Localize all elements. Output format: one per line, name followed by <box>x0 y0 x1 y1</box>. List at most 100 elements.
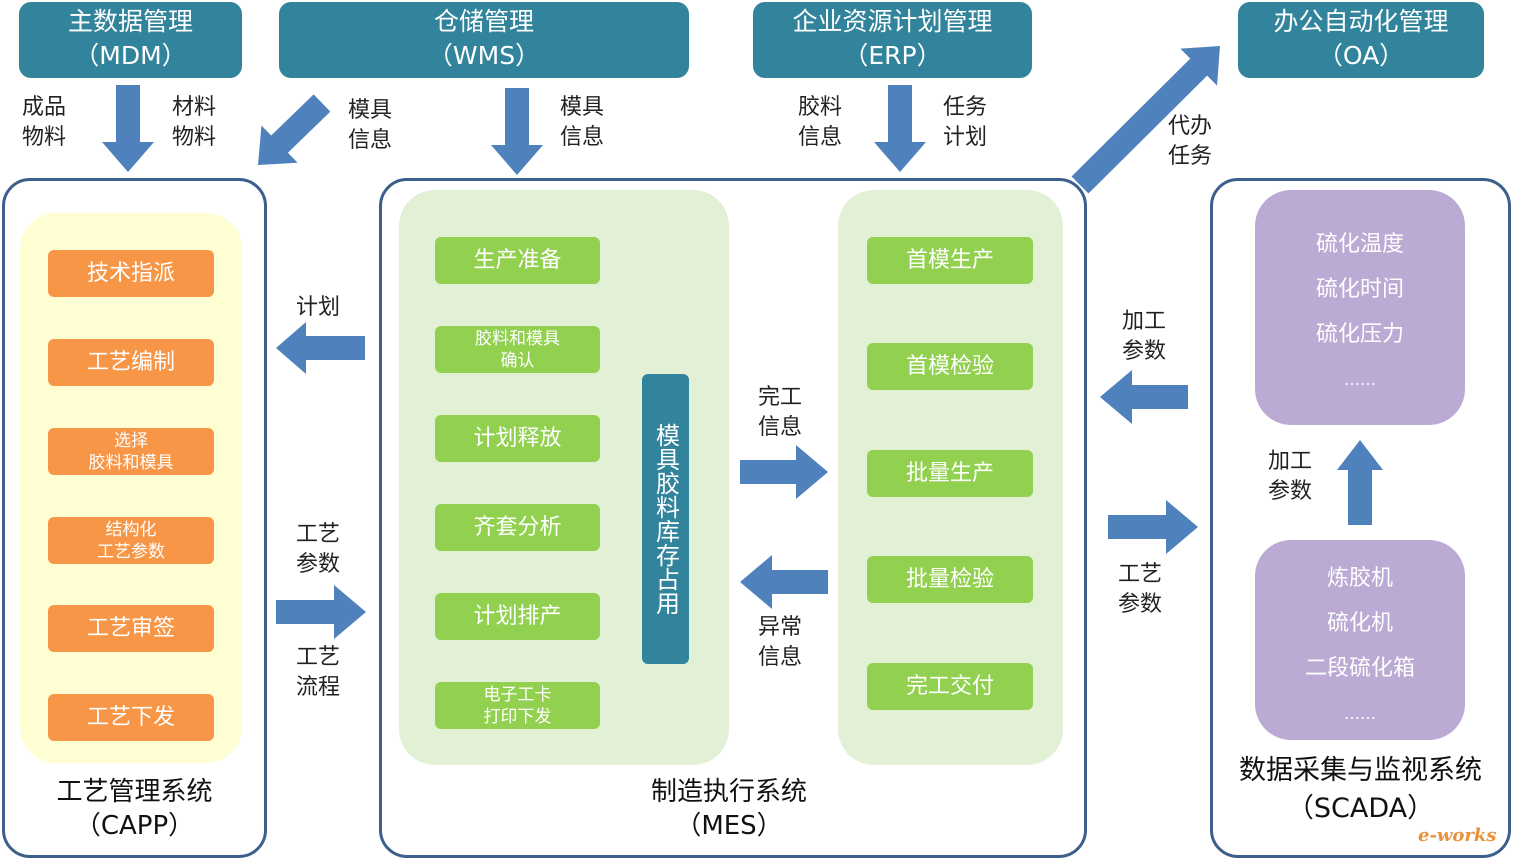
flow-label-rubber: 胶料信息 <box>798 93 842 153</box>
flow-label-line: 信息 <box>798 125 843 150</box>
oa-code: （OA） <box>1317 41 1405 70</box>
mdm-name: 主数据管理 <box>67 7 193 36</box>
flow-label-line: 材料 <box>172 95 217 120</box>
oa-name: 办公自动化管理 <box>1273 7 1449 36</box>
mes-step-right: 批量生产 <box>867 450 1033 497</box>
scada-system <box>1210 178 1511 858</box>
param: 硫化压力 <box>1315 322 1404 347</box>
flow-label-line: 信息 <box>348 128 393 153</box>
device: …… <box>1344 704 1376 723</box>
capp-step: 工艺审签 <box>48 605 214 652</box>
erp-down-arrow <box>874 85 926 172</box>
flow-label-abnormal: 异常信息 <box>758 613 802 673</box>
erp-name: 企业资源计划管理 <box>792 7 993 36</box>
mes-step: 计划释放 <box>435 415 600 462</box>
mdm-header: 主数据管理 （MDM） <box>19 2 242 78</box>
flow-label-plan: 计划 <box>296 293 340 323</box>
flow-label-machining1: 加工参数 <box>1122 307 1166 367</box>
device: 炼胶机 <box>1326 566 1393 591</box>
mes-step-right: 首模生产 <box>867 237 1033 284</box>
flow-label-machining2: 加工参数 <box>1268 447 1312 507</box>
flow-label-line: 工艺 <box>296 645 341 670</box>
wms-down-arrow <box>491 88 543 175</box>
mes-step: 胶料和模具 确认 <box>435 326 600 373</box>
flow-label-line: 参数 <box>296 552 341 577</box>
erp-code: （ERP） <box>843 41 942 70</box>
flow-label-line: 代办 <box>1168 114 1213 139</box>
flow-label-line: 参数 <box>1122 339 1167 364</box>
flow-label-line: 计划 <box>943 125 988 150</box>
mes-step: 齐套分析 <box>435 504 600 551</box>
wms-header: 仓储管理 （WMS） <box>279 2 689 78</box>
flow-label-agent: 代办任务 <box>1168 112 1212 172</box>
flow-label-line: 加工 <box>1122 309 1167 334</box>
flow-label-line: 完工 <box>758 385 803 410</box>
capp-step: 技术指派 <box>48 250 214 297</box>
flow-label-line: 流程 <box>296 675 341 700</box>
flow-label-mold1: 模具信息 <box>348 96 392 156</box>
flow-label-line: 任务 <box>1168 144 1213 169</box>
flow-label-line: 加工 <box>1268 449 1313 474</box>
completion-right-arrow <box>740 445 828 499</box>
flow-label-line: 计划 <box>296 295 341 320</box>
capp-system <box>2 178 267 858</box>
capp-title: 工艺管理系统（CAPP） <box>56 777 213 841</box>
erp-header: 企业资源计划管理 （ERP） <box>753 2 1032 78</box>
flow-label-line: 成品 <box>22 95 67 120</box>
param: 硫化时间 <box>1315 277 1404 302</box>
mdm-code: （MDM） <box>74 41 187 70</box>
flow-label-line: 物料 <box>22 125 67 150</box>
flow-label-line: 胶料 <box>798 95 843 120</box>
flow-label-line: 异常 <box>758 615 803 640</box>
scada-title: 数据采集与监视系统（SCADA） <box>1239 755 1482 824</box>
mes-step-right: 批量检验 <box>867 556 1033 603</box>
flow-label-line: 信息 <box>758 645 803 670</box>
capp-step: 工艺下发 <box>48 694 214 741</box>
scada-up-arrow <box>1337 440 1383 525</box>
scada-params: 硫化温度硫化时间硫化压力 …… <box>1255 190 1465 425</box>
flow-label-line: 信息 <box>560 125 605 150</box>
capp-step: 工艺编制 <box>48 339 214 386</box>
mes-title: 制造执行系统（MES） <box>650 777 807 841</box>
flow-label-mold2: 模具信息 <box>560 93 604 153</box>
flow-label-done: 完工信息 <box>758 383 802 443</box>
mes-step-right: 完工交付 <box>867 663 1033 710</box>
oa-header: 办公自动化管理 （OA） <box>1238 2 1484 78</box>
mes-step: 电子工卡 打印下发 <box>435 682 600 729</box>
flow-label-line: 模具 <box>560 95 605 120</box>
scada-devices: 炼胶机硫化机二段硫化箱…… <box>1255 540 1465 740</box>
flow-label-line: 信息 <box>758 415 803 440</box>
process-param-right-arrow <box>276 585 366 639</box>
process-param-scada-arrow <box>1108 500 1198 554</box>
wms-code: （WMS） <box>427 41 541 70</box>
param: 硫化温度 <box>1315 232 1404 257</box>
flow-label-line: 参数 <box>1268 479 1313 504</box>
param: …… <box>1344 370 1376 389</box>
flow-label-line: 工艺 <box>296 522 341 547</box>
flow-label-proc_flow: 工艺流程 <box>296 643 340 703</box>
flow-label-finished: 成品物料 <box>22 93 66 153</box>
flow-label-material: 材料物料 <box>172 93 216 153</box>
mdm-down-arrow <box>102 85 154 172</box>
capp-step: 选择 胶料和模具 <box>48 428 214 475</box>
mes-step: 计划排产 <box>435 593 600 640</box>
machining-left-arrow <box>1100 370 1188 424</box>
flow-label-line: 物料 <box>172 125 217 150</box>
mes-step: 生产准备 <box>435 237 600 284</box>
wms-diagonal-arrow <box>258 94 331 165</box>
eworks-watermark: e-works <box>1418 825 1497 846</box>
flow-label-line: 任务 <box>943 95 988 120</box>
oa-diagonal-arrow <box>1071 46 1220 194</box>
flow-label-line: 模具 <box>348 98 393 123</box>
flow-label-proc_param: 工艺参数 <box>296 520 340 580</box>
flow-label-line: 参数 <box>1118 592 1163 617</box>
flow-label-proc_param2: 工艺参数 <box>1118 560 1162 620</box>
flow-label-task: 任务计划 <box>943 93 987 153</box>
device: 二段硫化箱 <box>1304 656 1415 681</box>
plan-left-arrow <box>276 322 365 374</box>
mes-system <box>379 178 1087 858</box>
inventory-occupation: 模具胶料库存占用 <box>642 374 689 664</box>
capp-panel <box>20 213 242 763</box>
wms-name: 仓储管理 <box>433 7 534 36</box>
abnormal-left-arrow <box>740 555 828 609</box>
